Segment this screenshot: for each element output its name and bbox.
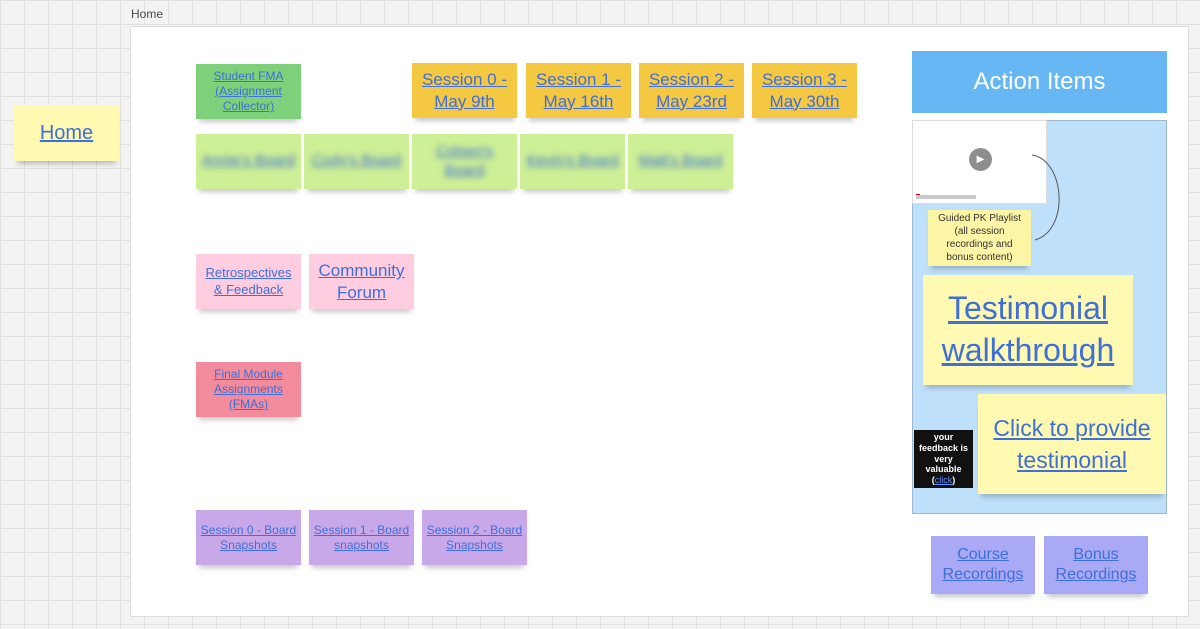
community-forum-link[interactable]: Community Forum <box>318 261 405 302</box>
board-sticky-1[interactable]: Annie's Board <box>196 134 301 189</box>
board-link-3[interactable]: Colsen's Board <box>435 142 494 179</box>
feedback-line-2: feedback is <box>918 442 969 453</box>
board-link-1[interactable]: Annie's Board <box>202 152 295 170</box>
feedback-card[interactable]: your feedback is very valuable (click) <box>914 430 973 488</box>
session-0-link[interactable]: Session 0 - May 9th <box>421 70 508 111</box>
course-recordings-sticky[interactable]: Course Recordings <box>931 536 1035 594</box>
course-recordings-link[interactable]: Course Recordings <box>942 546 1024 583</box>
action-items-header: Action Items <box>912 51 1167 113</box>
board-sticky-2[interactable]: Cody's Board <box>304 134 409 189</box>
session-1-link[interactable]: Session 1 - May 16th <box>535 70 622 111</box>
provide-testimonial-sticky[interactable]: Click to provide testimonial <box>978 394 1166 494</box>
connector-line <box>1031 154 1060 241</box>
bonus-recordings-sticky[interactable]: Bonus Recordings <box>1044 536 1148 594</box>
feedback-line-1: your <box>933 432 954 442</box>
snapshot-1-link[interactable]: Session 1 - Board snapshots <box>313 522 410 552</box>
retrospectives-link[interactable]: Retrospectives & Feedback <box>205 265 292 297</box>
snapshot-0-sticky[interactable]: Session 0 - Board Snapshots <box>196 510 301 565</box>
retrospectives-sticky[interactable]: Retrospectives & Feedback <box>196 254 301 309</box>
session-0-sticky[interactable]: Session 0 - May 9th <box>412 63 517 118</box>
session-2-link[interactable]: Session 2 - May 23rd <box>648 70 735 111</box>
frame-title[interactable]: Home <box>131 7 164 21</box>
session-3-sticky[interactable]: Session 3 - May 30th <box>752 63 857 118</box>
community-forum-sticky[interactable]: Community Forum <box>309 254 414 309</box>
student-fma-sticky[interactable]: Student FMA (Assignment Collector) <box>196 64 301 119</box>
feedback-line-3: very valuable <box>925 453 962 475</box>
board-sticky-5[interactable]: Matt's Board <box>628 134 733 189</box>
snapshot-2-link[interactable]: Session 2 - Board Snapshots <box>426 522 523 552</box>
board-sticky-4[interactable]: Kevin's Board <box>520 134 625 189</box>
fma-link[interactable]: Final Module Assignments (FMAs) <box>214 367 283 411</box>
session-3-link[interactable]: Session 3 - May 30th <box>761 70 848 111</box>
snapshot-1-sticky[interactable]: Session 1 - Board snapshots <box>309 510 414 565</box>
board-link-2[interactable]: Cody's Board <box>311 152 402 170</box>
testimonial-walkthrough-sticky[interactable]: Testimonial walkthrough <box>923 275 1133 385</box>
video-caption-bar <box>916 195 976 199</box>
testimonial-walkthrough-link[interactable]: Testimonial walkthrough <box>941 290 1115 368</box>
home-sticky[interactable]: Home <box>14 105 119 161</box>
home-link[interactable]: Home <box>39 121 94 144</box>
board-link-5[interactable]: Matt's Board <box>638 152 723 170</box>
snapshot-2-sticky[interactable]: Session 2 - Board Snapshots <box>422 510 527 565</box>
snapshot-0-link[interactable]: Session 0 - Board Snapshots <box>200 522 297 552</box>
session-1-sticky[interactable]: Session 1 - May 16th <box>526 63 631 118</box>
play-icon[interactable]: ▶ <box>969 148 992 171</box>
bonus-recordings-link[interactable]: Bonus Recordings <box>1055 546 1137 583</box>
feedback-click-link[interactable]: click <box>934 475 953 486</box>
fma-sticky[interactable]: Final Module Assignments (FMAs) <box>196 362 301 417</box>
playlist-note-text: Guided PK Playlist (all session recordin… <box>938 213 1021 263</box>
board-link-4[interactable]: Kevin's Board <box>526 152 619 170</box>
playlist-note: Guided PK Playlist (all session recordin… <box>928 210 1031 266</box>
session-2-sticky[interactable]: Session 2 - May 23rd <box>639 63 744 118</box>
board-sticky-3[interactable]: Colsen's Board <box>412 134 517 189</box>
provide-testimonial-link[interactable]: Click to provide testimonial <box>993 414 1151 473</box>
student-fma-link[interactable]: Student FMA (Assignment Collector) <box>213 69 284 113</box>
playlist-video-card[interactable]: ▶ <box>912 120 1047 204</box>
